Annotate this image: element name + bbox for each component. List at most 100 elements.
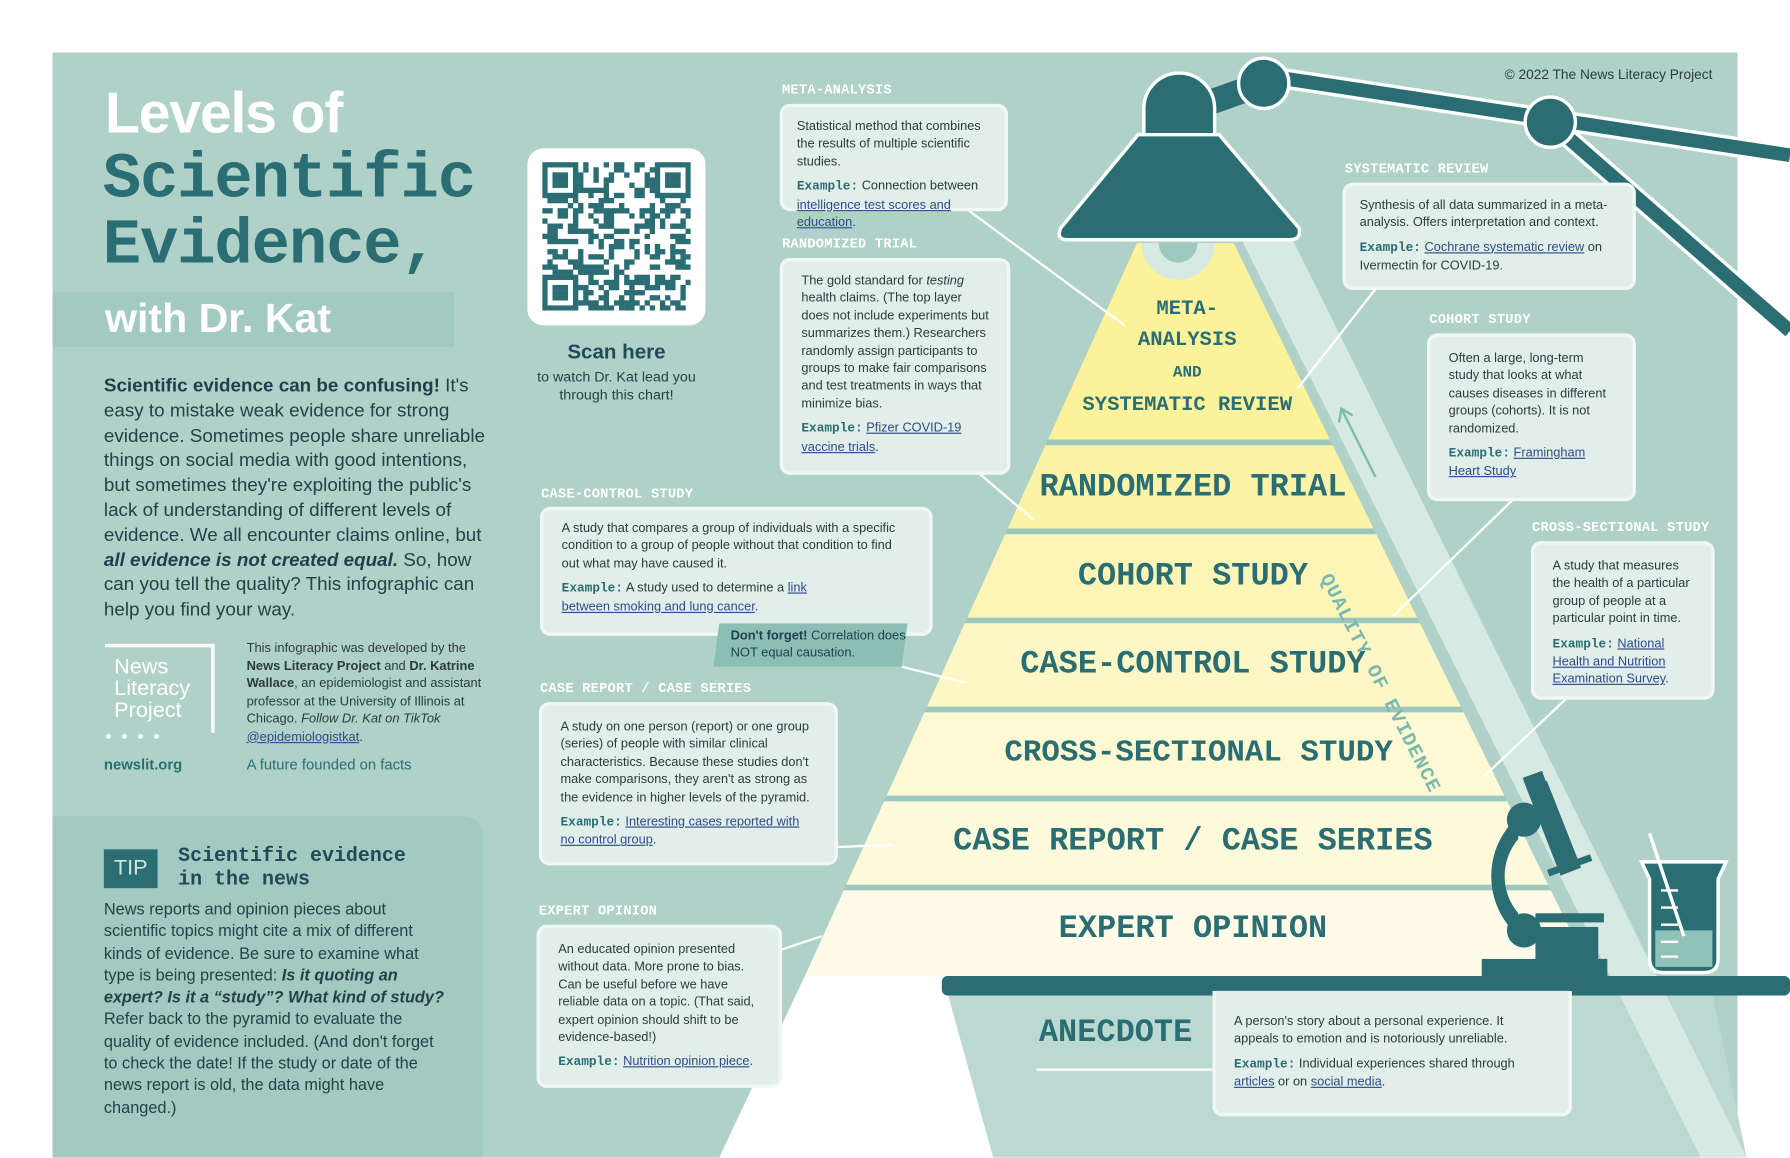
example-text: Connection between bbox=[858, 179, 979, 194]
example-link[interactable]: Interesting cases reported with no contr… bbox=[560, 815, 800, 848]
qr-module bbox=[593, 269, 599, 275]
note-text: Correlation does NOT equal causation. bbox=[730, 629, 906, 660]
tiktok-handle-link[interactable]: @epidemiologistkat bbox=[246, 730, 360, 744]
tip-badge: TIP bbox=[103, 849, 158, 889]
qr-module bbox=[552, 254, 558, 260]
layer-cross-sectional-study: CROSS-SECTIONAL STUDY bbox=[1004, 736, 1393, 771]
qr-module bbox=[649, 203, 656, 209]
qr-module bbox=[552, 182, 558, 188]
qr-module bbox=[608, 233, 615, 240]
qr-module bbox=[583, 269, 589, 275]
qr-module bbox=[603, 233, 610, 240]
qr-module bbox=[547, 305, 553, 311]
qr-module bbox=[639, 162, 645, 168]
example-link[interactable]: Cochrane systematic review bbox=[1424, 240, 1585, 255]
qr-module bbox=[547, 238, 553, 245]
qr-module bbox=[603, 182, 610, 188]
qr-module bbox=[665, 182, 671, 188]
pyramid-layer bbox=[886, 712, 1505, 796]
qr-module bbox=[598, 197, 604, 204]
qr-module bbox=[562, 290, 569, 296]
qr-module bbox=[634, 162, 640, 168]
qr-module bbox=[654, 279, 661, 286]
qr-module bbox=[665, 259, 671, 265]
qr-module bbox=[598, 295, 604, 301]
qr-module bbox=[603, 218, 610, 224]
qr-module bbox=[634, 228, 640, 234]
example-link[interactable]: Framingham Heart Study bbox=[1448, 446, 1586, 479]
example-text: . bbox=[652, 833, 657, 848]
qr-module bbox=[593, 172, 599, 178]
example-text: or on bbox=[1274, 1075, 1311, 1090]
example-link[interactable]: link between smoking and lung cancer bbox=[561, 581, 807, 614]
tip-heading-line: Scientific evidence bbox=[178, 844, 406, 868]
qr-module bbox=[670, 284, 676, 291]
subtitle-band bbox=[52, 292, 455, 348]
qr-module bbox=[562, 274, 569, 281]
qr-module bbox=[557, 290, 563, 296]
qr-module bbox=[552, 284, 558, 291]
qr-module bbox=[567, 228, 574, 234]
qr-module bbox=[680, 254, 686, 260]
qr-module bbox=[654, 243, 661, 250]
qr-module bbox=[603, 208, 610, 214]
qr-module bbox=[542, 192, 548, 199]
qr-module bbox=[552, 172, 558, 178]
pyramid-layer bbox=[967, 534, 1418, 618]
pyramid-layer bbox=[1047, 243, 1330, 440]
qr-module bbox=[588, 238, 594, 245]
qr-module bbox=[542, 295, 548, 301]
qr-module bbox=[557, 172, 563, 178]
qr-module bbox=[557, 254, 563, 260]
qr-module bbox=[552, 305, 558, 311]
copyright: © 2022 The News Literacy Project bbox=[1504, 66, 1713, 83]
qr-module bbox=[670, 279, 676, 286]
qr-module bbox=[547, 249, 553, 255]
qr-module bbox=[675, 238, 681, 245]
qr-module bbox=[552, 162, 558, 168]
example-link[interactable]: National Health and Nutrition Examinatio… bbox=[1552, 636, 1666, 687]
example-text: . bbox=[749, 1055, 754, 1070]
callout-body: A study on one person (report) or one gr… bbox=[560, 720, 810, 805]
website-link[interactable]: newslit.org bbox=[103, 755, 183, 773]
example-link[interactable]: Pfizer COVID-19 vaccine trials bbox=[801, 421, 962, 454]
qr-module bbox=[665, 172, 671, 178]
qr-module bbox=[665, 162, 671, 168]
example-label: Example: bbox=[1448, 447, 1510, 462]
qr-module bbox=[654, 182, 661, 188]
callout-expert-opinion: An educated opinion presented without da… bbox=[536, 924, 782, 1088]
qr-module bbox=[613, 279, 620, 286]
callout-body: Statistical method that combines the res… bbox=[796, 119, 981, 169]
qr-module bbox=[639, 305, 645, 311]
qr-module bbox=[598, 187, 604, 194]
qr-module bbox=[578, 187, 584, 194]
qr-module bbox=[680, 264, 686, 270]
example-link[interactable]: Nutrition opinion piece bbox=[623, 1055, 750, 1070]
qr-module bbox=[557, 238, 563, 245]
qr-module bbox=[547, 264, 553, 270]
qr-code[interactable] bbox=[527, 148, 706, 326]
qr-module bbox=[639, 187, 645, 194]
callout-case-report: A study on one person (report) or one gr… bbox=[538, 702, 838, 866]
news-literacy-project-logo: News Literacy Project bbox=[105, 643, 215, 733]
example-link[interactable]: social media bbox=[1310, 1075, 1382, 1090]
qr-module bbox=[603, 279, 610, 286]
qr-module bbox=[572, 182, 579, 188]
qr-module bbox=[629, 300, 635, 306]
qr-module bbox=[603, 305, 610, 311]
callout-label-randomized-trial: RANDOMIZED TRIAL bbox=[781, 236, 918, 253]
pyramid-layer bbox=[804, 890, 1593, 977]
qr-module bbox=[588, 233, 594, 240]
qr-module bbox=[619, 192, 625, 199]
qr-module bbox=[644, 233, 650, 240]
qr-module bbox=[593, 254, 599, 260]
qr-module bbox=[670, 300, 676, 306]
qr-module bbox=[547, 223, 553, 229]
example-link[interactable]: intelligence test scores and education bbox=[796, 198, 951, 230]
example-link[interactable]: articles bbox=[1234, 1075, 1275, 1090]
qr-module bbox=[542, 182, 548, 188]
example-text: . bbox=[852, 215, 856, 230]
qr-module bbox=[583, 290, 589, 296]
example-text: Individual experiences shared through bbox=[1295, 1056, 1515, 1071]
qr-module bbox=[542, 300, 548, 306]
